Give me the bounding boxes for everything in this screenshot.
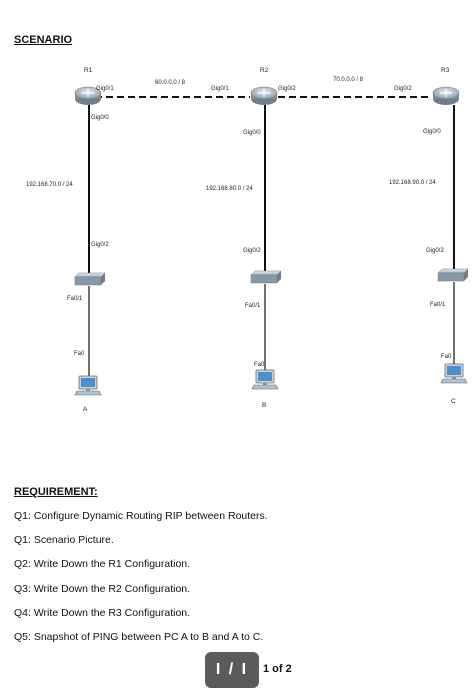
page-navigator: I / I 1 of 2 — [205, 652, 293, 688]
r1-port-gig0-1: Gig0/1 — [96, 86, 114, 92]
r2-port-gig0-0: Gig0/0 — [243, 130, 261, 136]
pc-c-name: C — [451, 398, 456, 405]
lan-network-90: 192.168.90.0 / 24 — [389, 180, 436, 186]
requirement-item: Q2: Write Down the R1 Configuration. — [14, 558, 191, 571]
sw3-port-gig0-2: Gig0/2 — [426, 248, 444, 254]
switch-3-icon — [437, 268, 469, 282]
router-r3-name: R3 — [441, 67, 450, 74]
sw1-port-gig0-2: Gig0/2 — [91, 242, 109, 248]
wan-network-70: 70.0.0.0 / 8 — [333, 77, 364, 83]
switch-1-icon — [74, 272, 106, 286]
lan-network-80: 192.168.80.0 / 24 — [206, 186, 253, 192]
requirement-item: Q1: Configure Dynamic Routing RIP betwee… — [14, 510, 268, 522]
router-r3-icon — [432, 86, 460, 105]
page-nav-button[interactable]: I / I — [205, 652, 259, 688]
pc-b-icon — [251, 369, 279, 390]
pc-a-icon — [74, 375, 102, 396]
scenario-heading: SCENARIO — [14, 34, 73, 46]
pc-c-port-fa0: Fa0 — [441, 354, 452, 360]
lan-network-70: 192.168.70.0 / 24 — [26, 182, 73, 188]
requirement-item: Q4: Write Down the R3 Configuration. — [14, 606, 191, 619]
router-r1-name: R1 — [84, 67, 93, 74]
r2-port-gig0-1: Gig0/1 — [211, 86, 229, 92]
pc-b-name: B — [262, 402, 266, 409]
router-r2-icon — [250, 86, 278, 105]
pc-a-port-fa0: Fa0 — [74, 351, 85, 357]
pc-c-icon — [440, 363, 468, 384]
r3-port-gig0-2: Gig0/2 — [394, 86, 412, 92]
router-r2-name: R2 — [260, 67, 269, 74]
requirement-list: Q1: Configure Dynamic Routing RIP betwee… — [14, 509, 268, 654]
router-r1-icon — [74, 86, 102, 105]
requirement-item: Q5: Snapshot of PING between PC A to B a… — [14, 630, 264, 643]
pc-a-name: A — [83, 406, 88, 413]
sw2-port-gig0-2: Gig0/2 — [243, 248, 261, 254]
r2-port-gig0-2: Gig0/2 — [278, 86, 296, 92]
pc-b-port-fa0: Fa0 — [254, 362, 265, 368]
page-count-text: 1 of 2 — [263, 663, 292, 675]
r3-port-gig0-0: Gig0/0 — [423, 129, 441, 135]
requirement-item: Q3: Write Down the R2 Configuration. — [14, 582, 191, 595]
network-topology-diagram: R1 R2 R3 Gig0/1 Gig0/0 Gig0/1 Gig0/2 Gig… — [26, 67, 469, 413]
sw3-port-fa0-1: Fa0/1 — [430, 302, 446, 308]
wan-network-60: 60.0.0.0 / 8 — [155, 80, 186, 86]
requirement-heading: REQUIREMENT: — [14, 486, 98, 498]
r1-port-gig0-0: Gig0/0 — [91, 115, 109, 121]
sw1-port-fa0-1: Fa0/1 — [67, 296, 83, 302]
switch-2-icon — [250, 270, 282, 284]
requirement-item: Q1: Scenario Picture. — [14, 534, 114, 547]
sw2-port-fa0-1: Fa0/1 — [245, 303, 261, 309]
